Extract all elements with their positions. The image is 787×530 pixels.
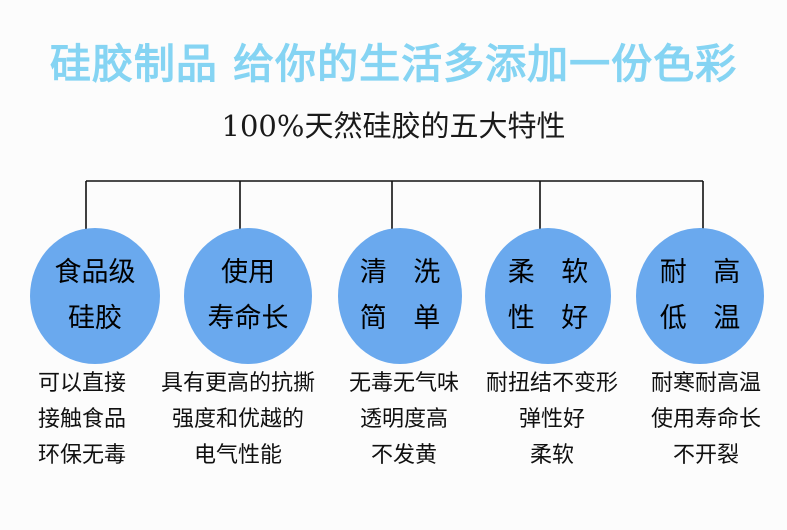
caption-line-3: 不开裂 (672, 443, 739, 468)
feature-bubble: 清 洗 简 单 (338, 228, 462, 364)
feature-bubble: 使用 寿命长 (184, 228, 312, 364)
bubble-line-1: 清 洗 (359, 257, 450, 288)
feature-caption-soft-and-flexible: 耐扭结不变形 弹性好 柔软 (472, 366, 632, 474)
caption-line-1: 耐扭结不变形 (485, 371, 618, 396)
caption-line-2: 强度和优越的 (171, 407, 304, 432)
caption-line-1: 具有更高的抗撕 (160, 371, 315, 396)
feature-bubble: 耐 高 低 温 (636, 228, 764, 364)
caption-line-3: 环保无毒 (37, 443, 126, 468)
caption-line-2: 使用寿命长 (650, 407, 761, 432)
feature-node-easy-to-clean: 清 洗 简 单 (330, 228, 470, 364)
feature-node-long-service-life: 使用 寿命长 (178, 228, 318, 364)
caption-line-1: 耐寒耐高温 (650, 371, 761, 396)
bubble-line-2: 寿命长 (207, 303, 289, 334)
feature-caption-temperature-resistant: 耐寒耐高温 使用寿命长 不开裂 (630, 366, 782, 474)
bubble-line-1: 使用 (221, 257, 275, 288)
feature-bubble: 柔 软 性 好 (485, 228, 611, 364)
feature-caption-long-service-life: 具有更高的抗撕 强度和优越的 电气性能 (148, 366, 328, 474)
bubble-line-1: 食品级 (54, 257, 136, 288)
feature-caption-easy-to-clean: 无毒无气味 透明度高 不发黄 (330, 366, 478, 474)
caption-line-2: 接触食品 (37, 407, 126, 432)
feature-node-soft-and-flexible: 柔 软 性 好 (478, 228, 618, 364)
feature-node-temperature-resistant: 耐 高 低 温 (630, 228, 770, 364)
feature-bubble: 食品级 硅胶 (30, 228, 160, 364)
feature-caption-food-grade-silicone: 可以直接 接触食品 环保无毒 (8, 366, 156, 474)
feature-caption-row: 可以直接 接触食品 环保无毒 具有更高的抗撕 强度和优越的 电气性能 无毒无气味… (0, 366, 787, 486)
caption-line-3: 不发黄 (370, 443, 437, 468)
caption-line-3: 电气性能 (193, 443, 282, 468)
bubble-line-1: 耐 高 (659, 257, 750, 288)
bubble-line-2: 低 温 (659, 303, 750, 334)
caption-line-3: 柔软 (529, 443, 574, 468)
feature-node-food-grade-silicone: 食品级 硅胶 (25, 228, 165, 364)
bubble-line-2: 性 好 (507, 303, 598, 334)
caption-line-1: 无毒无气味 (348, 371, 459, 396)
bubble-line-1: 柔 软 (507, 257, 598, 288)
feature-bubble-row: 食品级 硅胶 使用 寿命长 清 洗 简 单 柔 软 性 好 耐 高 (0, 228, 787, 368)
caption-line-2: 弹性好 (518, 407, 585, 432)
sub-title: 100%天然硅胶的五大特性 (221, 109, 566, 143)
main-title: 硅胶制品 给你的生活多添加一份色彩 (49, 40, 738, 88)
bubble-line-2: 硅胶 (68, 303, 122, 334)
caption-line-2: 透明度高 (359, 407, 448, 432)
caption-line-1: 可以直接 (37, 371, 126, 396)
bubble-line-2: 简 单 (359, 303, 450, 334)
